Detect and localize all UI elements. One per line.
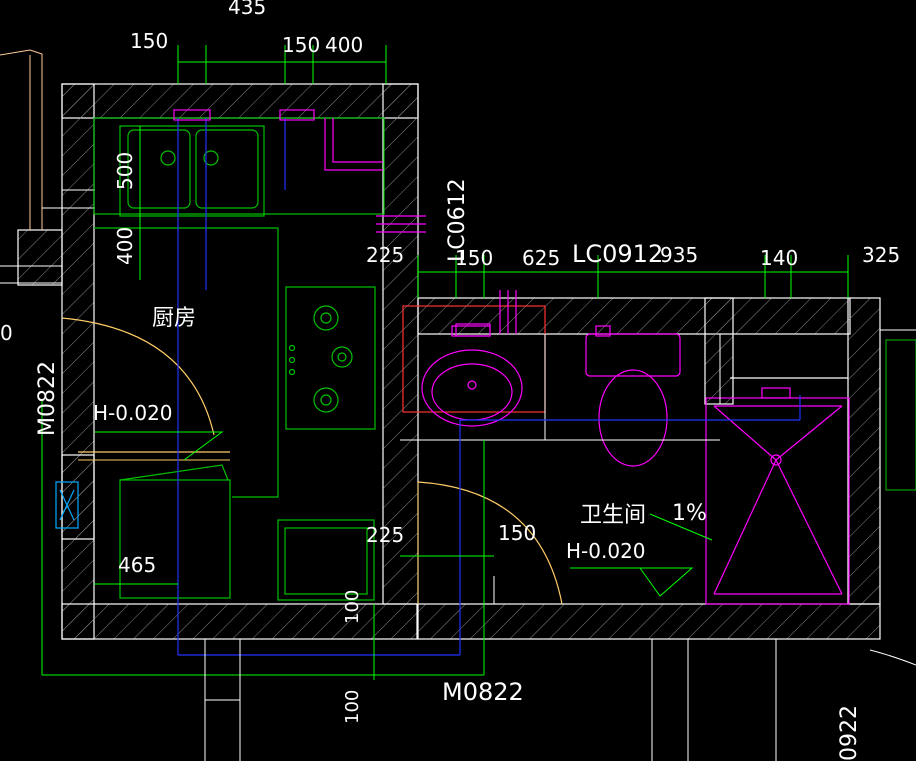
dim-150-a: 150	[130, 29, 168, 53]
sink-icon	[127, 129, 259, 209]
outline-lines	[0, 49, 916, 666]
dim-150-c: 150	[455, 246, 493, 270]
pipe-fittings	[173, 109, 517, 337]
kitchen-label: 厨房	[152, 306, 196, 331]
dim-225-b: 225	[366, 523, 404, 547]
kitchen-door	[61, 317, 230, 461]
wall-stubs	[204, 639, 777, 761]
shower-tray-icon	[705, 387, 850, 605]
water-pipes	[177, 118, 801, 656]
dim-100-a: 100	[342, 590, 363, 624]
bathroom-elevation: H-0.020	[566, 539, 646, 563]
elevation-markers	[95, 431, 713, 597]
door-0922-partial: 0922	[837, 705, 862, 761]
kitchen-elevation: H-0.020	[93, 401, 173, 425]
dim-400-side: 400	[113, 227, 137, 265]
dim-400-top: 400	[325, 33, 363, 57]
dim-150-b: 150	[282, 33, 320, 57]
dim-140: 140	[760, 246, 798, 270]
kitchen-counter	[93, 117, 385, 498]
bathroom-partitions	[400, 334, 721, 441]
dim-0-left: 0	[0, 321, 13, 345]
dimension-lines	[41, 45, 849, 680]
walls	[17, 83, 881, 640]
dim-500: 500	[113, 152, 137, 190]
utility-panel-icon	[55, 481, 79, 529]
dim-100-b: 100	[342, 690, 363, 724]
dim-325: 325	[862, 243, 900, 267]
dim-225-a: 225	[366, 243, 404, 267]
fridge-icon	[277, 519, 375, 601]
slope-label: 1%	[672, 501, 707, 526]
dim-150-d: 150	[498, 521, 536, 545]
dim-935: 935	[660, 243, 698, 267]
toilet-icon	[585, 325, 681, 467]
bathroom-label: 卫生间	[580, 503, 646, 528]
washer-icon	[119, 464, 231, 599]
shaft-outline	[324, 118, 848, 379]
bathroom-door	[417, 481, 563, 605]
dim-435: 435	[228, 0, 266, 19]
dim-465: 465	[118, 553, 156, 577]
stove-icon	[285, 286, 376, 430]
door-m0822-left: M0822	[35, 361, 60, 436]
window-lc0612: LC0612	[445, 178, 470, 262]
door-m0822-bottom: M0822	[442, 678, 524, 706]
window-lc0912: LC0912	[572, 240, 663, 268]
dim-625: 625	[522, 246, 560, 270]
